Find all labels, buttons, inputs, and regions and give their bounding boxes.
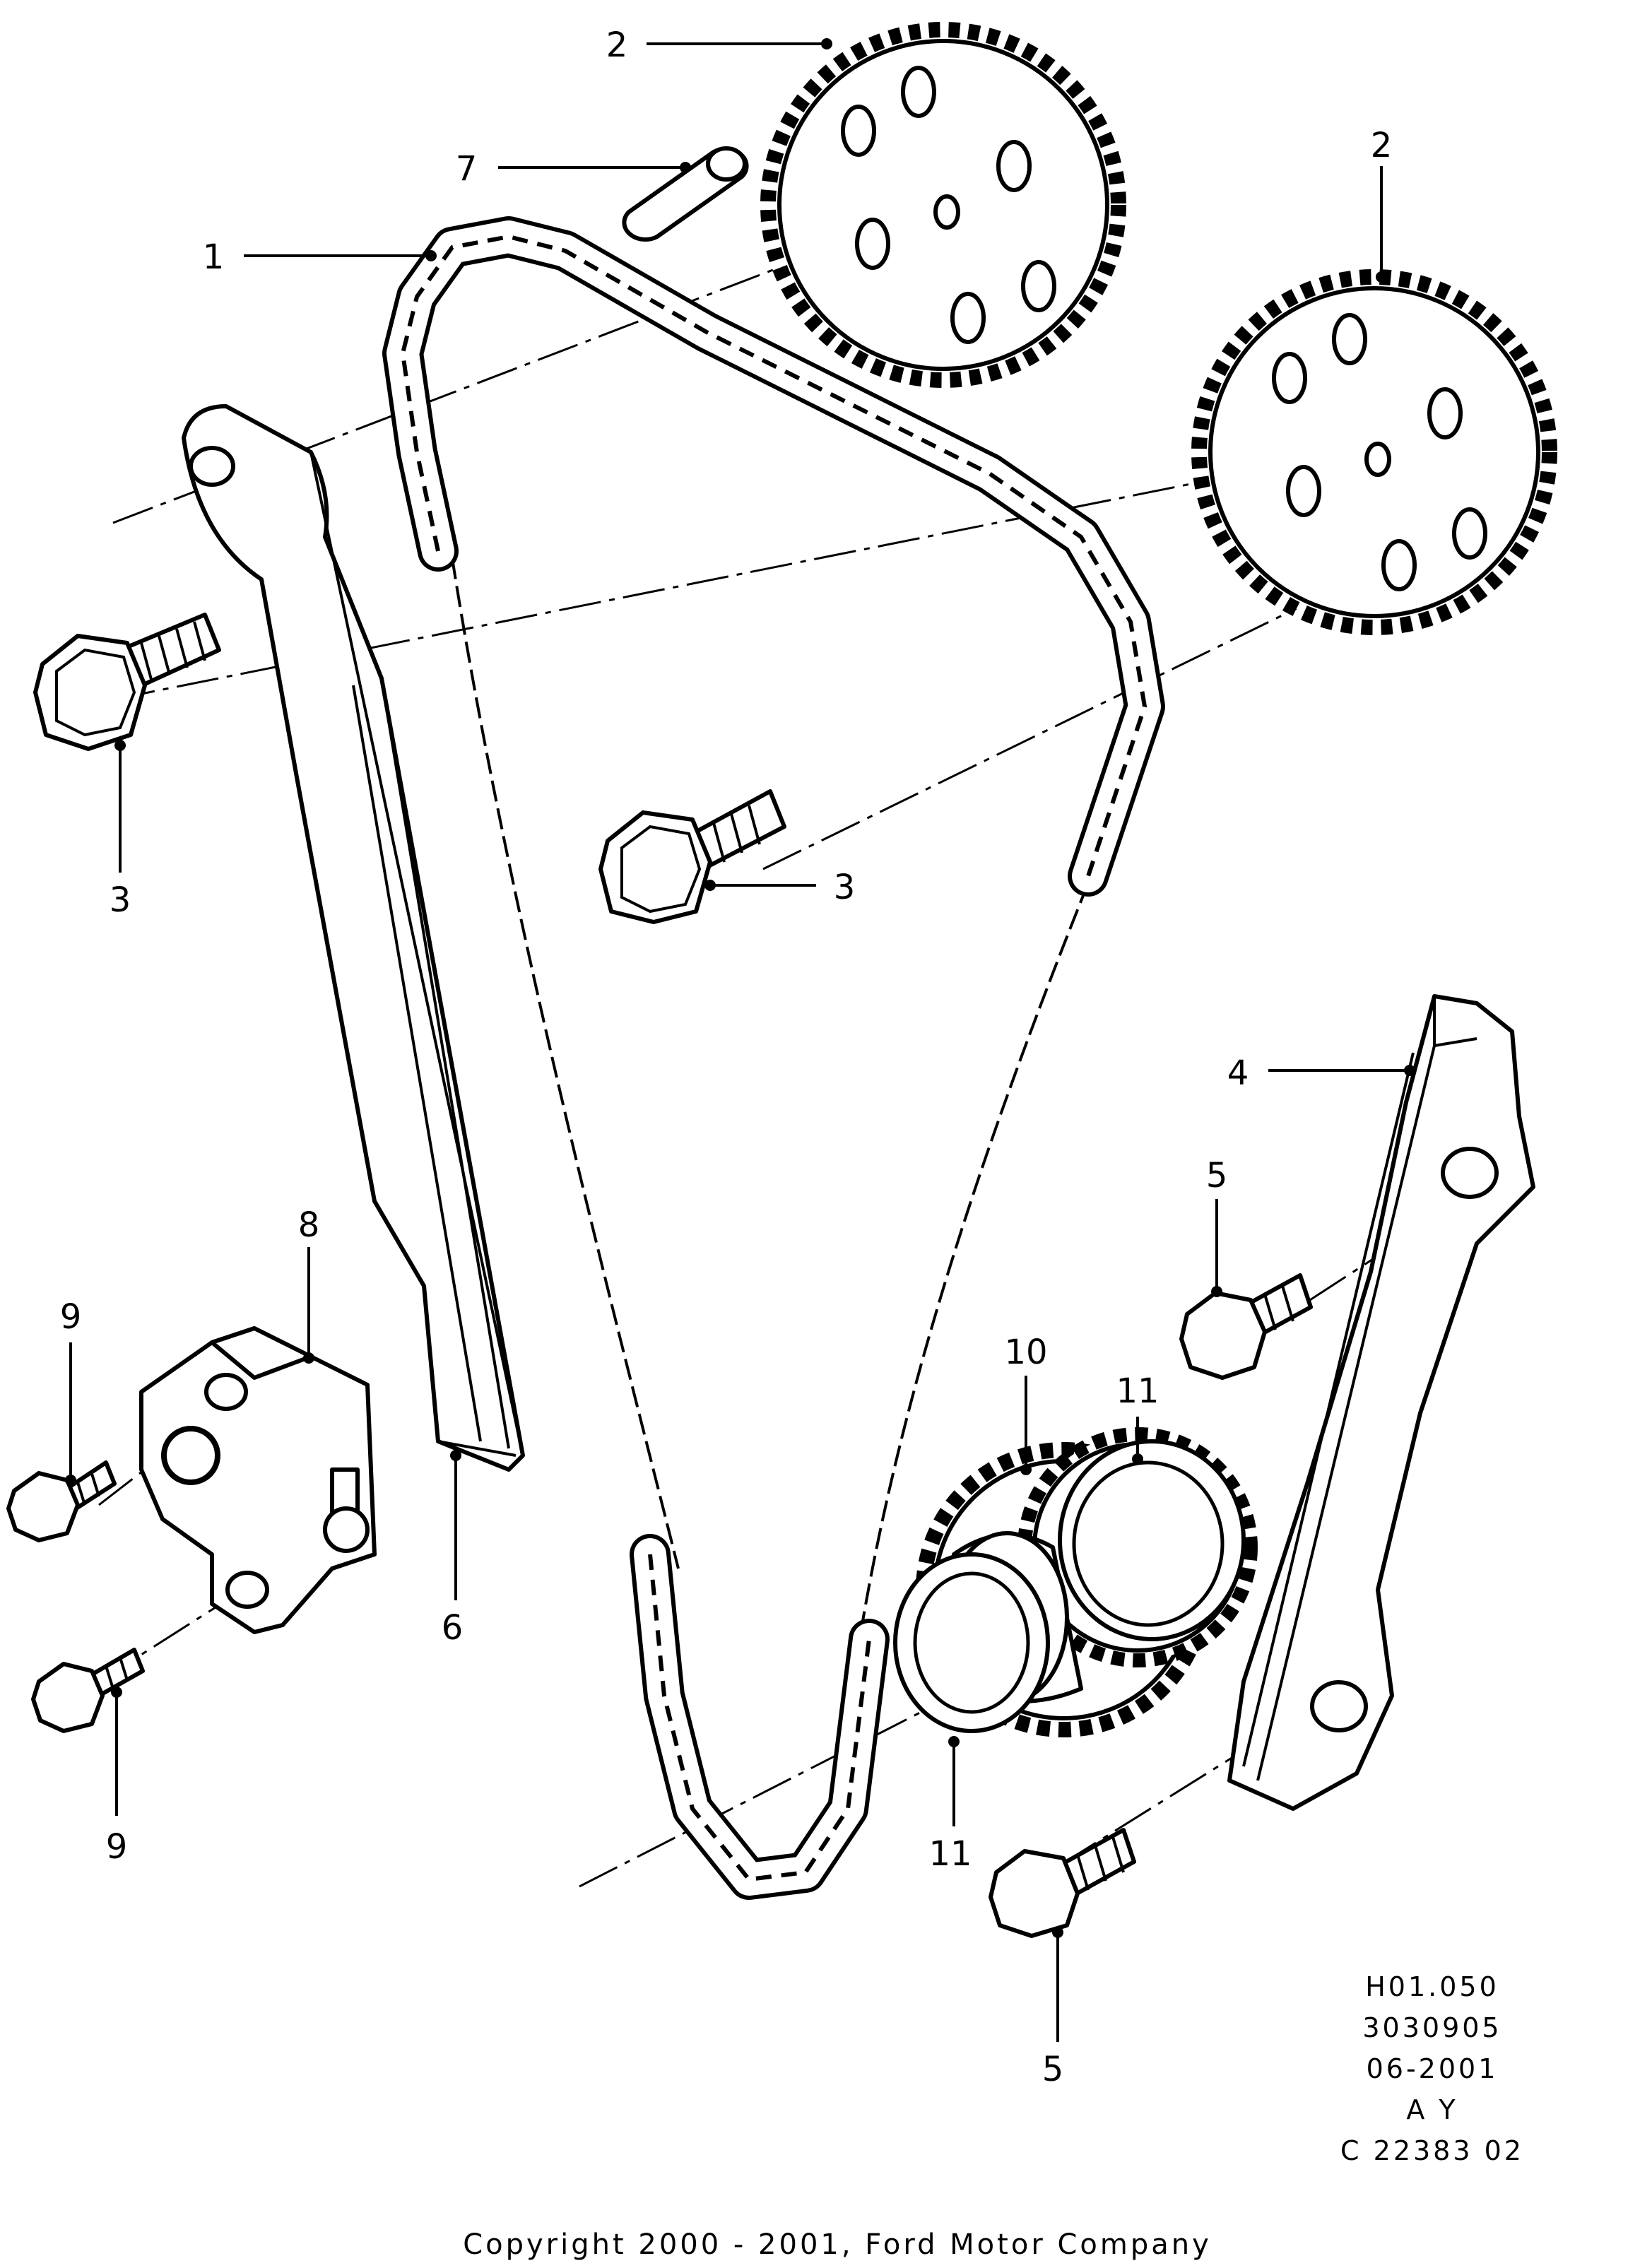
callout-2-left: 2 bbox=[606, 25, 628, 65]
callout-9-lower: 9 bbox=[106, 1827, 128, 1867]
timing-chain bbox=[382, 216, 1165, 1900]
callout-1: 1 bbox=[203, 237, 225, 277]
reference-line-5: C 22383 02 bbox=[1340, 2135, 1524, 2166]
tensioner-guide-rail bbox=[182, 404, 525, 1472]
callout-3-left: 3 bbox=[110, 880, 131, 920]
callout-11-upper: 11 bbox=[1116, 1371, 1159, 1411]
leader-lines bbox=[65, 38, 1415, 2042]
callout-6: 6 bbox=[442, 1608, 464, 1648]
callout-10: 10 bbox=[1004, 1333, 1047, 1372]
callout-2-right: 2 bbox=[1371, 126, 1393, 165]
callout-5-upper: 5 bbox=[1206, 1156, 1228, 1195]
camshaft-sprocket-right bbox=[1191, 269, 1557, 635]
bolt-right-lower bbox=[989, 1828, 1136, 1938]
callout-11-lower: 11 bbox=[928, 1834, 972, 1874]
reference-line-4: A Y bbox=[1406, 2094, 1458, 2125]
spacer-washer-rear bbox=[1058, 1439, 1246, 1641]
spacer-washer-front bbox=[893, 1552, 1050, 1733]
chain-tensioner bbox=[139, 1326, 377, 1634]
callout-5-lower: 5 bbox=[1042, 2050, 1064, 2089]
callout-9-upper: 9 bbox=[60, 1297, 82, 1337]
copyright-notice: Copyright 2000 - 2001, Ford Motor Compan… bbox=[463, 2228, 1212, 2261]
bolt-tensioner-upper bbox=[6, 1460, 117, 1542]
dowel-pin bbox=[622, 146, 749, 242]
chain-dashed-run bbox=[451, 557, 1090, 1626]
reference-line-3: 06-2001 bbox=[1367, 2053, 1499, 2084]
callout-3-center: 3 bbox=[834, 868, 856, 907]
fixed-guide-rail bbox=[1227, 994, 1535, 1811]
reference-line-2: 3030905 bbox=[1362, 2012, 1501, 2043]
bolt-right-upper bbox=[1179, 1273, 1313, 1380]
callout-4: 4 bbox=[1227, 1053, 1249, 1093]
callout-8: 8 bbox=[298, 1205, 320, 1245]
camshaft-sprocket-left bbox=[760, 22, 1126, 388]
bolt-center bbox=[598, 789, 786, 924]
bolt-tensioner-lower bbox=[31, 1648, 145, 1733]
reference-block: H01.050 3030905 06-2001 A Y C 22383 02 bbox=[1340, 1971, 1524, 2166]
reference-line-1: H01.050 bbox=[1365, 1971, 1499, 2002]
callout-7: 7 bbox=[456, 149, 478, 189]
bolt-left-upper bbox=[33, 613, 221, 751]
